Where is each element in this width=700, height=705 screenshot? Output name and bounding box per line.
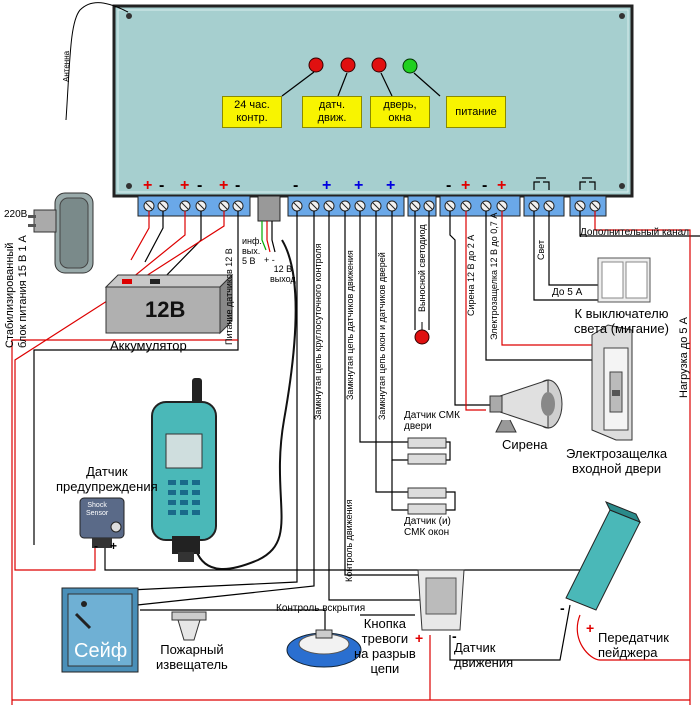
battery xyxy=(104,273,234,335)
terminal-sign: - xyxy=(159,177,165,194)
terminal-sign: + xyxy=(180,177,190,194)
terminal-sign: + xyxy=(497,177,507,194)
shock-minus-sign: - xyxy=(94,539,98,553)
terminal-sign: - xyxy=(197,177,203,194)
power-supply xyxy=(28,192,94,274)
smk-window-label: Датчик (и) СМК окон xyxy=(404,516,451,538)
smk-sensors xyxy=(407,437,447,515)
info-output-label: инф. вых. 5 В xyxy=(242,236,262,266)
shock-sensor xyxy=(79,497,125,548)
pager-transmitter xyxy=(565,501,642,611)
lamp-24h xyxy=(308,57,324,73)
motion-control-label: Контроль движения xyxy=(344,499,354,582)
loop-doors-label: Замкнутая цепь окон и датчиков дверей xyxy=(377,252,387,420)
panic-button-label: Кнопка тревоги на разрыв цепи xyxy=(354,616,416,676)
shock-sensor-text: Shock Sensor xyxy=(86,502,109,517)
pager-plus-sign: + xyxy=(586,620,595,636)
wires xyxy=(11,211,700,705)
battery-caption: Аккумулятор xyxy=(110,338,187,353)
terminal-sign: + xyxy=(461,177,471,194)
panic-button xyxy=(286,629,362,668)
antenna-wire xyxy=(65,2,129,121)
indicator-label-power: питание xyxy=(446,96,506,128)
antenna-label: Антенна xyxy=(62,50,71,82)
loop-motion-label: Замкнутая цепь датчиков движения xyxy=(345,250,355,400)
warning-sensor-label: Датчик предупреждения xyxy=(56,464,158,494)
siren-output-label: Сирена 12 В до 2 А xyxy=(466,234,476,316)
terminal-sign: - xyxy=(235,177,241,194)
siren-caption: Сирена xyxy=(502,437,548,452)
motion-plus-sign: + xyxy=(415,630,424,646)
motion-minus-sign: - xyxy=(452,628,457,644)
terminal-sign: + xyxy=(322,177,332,194)
aux-channel-label: Дополнительный канал xyxy=(580,227,690,238)
output-12v-label: 12 В выход xyxy=(270,264,296,284)
terminal-sign: - xyxy=(446,177,452,194)
terminal-sign: + xyxy=(143,177,153,194)
indicator-label-doors: дверь, окна xyxy=(370,96,430,128)
mains-label: 220В xyxy=(4,209,28,220)
fire-detector xyxy=(171,611,207,641)
battery-voltage-label: 12В xyxy=(145,297,186,322)
up-to-5a-label: До 5 А xyxy=(552,287,583,298)
motion-sensor xyxy=(417,569,465,631)
switch-caption: К выключателю света (мигание) xyxy=(574,306,669,336)
remote-led-label: Выносной светодиод xyxy=(417,224,427,312)
terminal-sign: + xyxy=(219,177,229,194)
lock-output-label: Электрозащелка 12 В до 0,7 А xyxy=(489,212,499,340)
indicator-lamps xyxy=(281,57,441,97)
motion-sensor-label: Датчик движения xyxy=(454,640,514,670)
shock-plus-sign: + xyxy=(110,539,118,553)
lamp-motion xyxy=(340,57,356,73)
psu-label: Стабилизированный блок питания 15 В 1 А xyxy=(4,235,29,348)
relay-aux-symbol xyxy=(579,177,596,190)
mobile-phone xyxy=(151,378,217,562)
pager-label: Передатчик пейджера xyxy=(598,630,669,660)
terminal-sign: + xyxy=(354,177,364,194)
remote-led xyxy=(414,322,430,345)
safe xyxy=(61,587,139,673)
safe-label: Сейф xyxy=(74,640,128,662)
electric-lock xyxy=(591,324,633,441)
indicator-label-24h: 24 час. контр. xyxy=(222,96,282,128)
sensor-power-label: Питание датчиков 12 В xyxy=(224,248,234,345)
terminal-sign: + xyxy=(386,177,396,194)
indicator-label-motion: датч. движ. xyxy=(302,96,362,128)
smk-door-label: Датчик СМК двери xyxy=(404,410,460,432)
terminal-sign: - xyxy=(482,177,488,194)
plus-minus-label: + - xyxy=(264,255,275,265)
lamp-power xyxy=(402,58,418,74)
lock-caption: Электрозащелка входной двери xyxy=(566,446,668,476)
light-label: Свет xyxy=(536,239,546,260)
loop-24h-label: Замкнутая цепь круглосуточного контроля xyxy=(313,243,323,420)
siren xyxy=(489,379,563,433)
relay-light-symbol xyxy=(533,177,550,190)
light-switch xyxy=(597,257,651,303)
pager-minus-sign: - xyxy=(560,600,565,616)
lamp-doors xyxy=(371,57,387,73)
tamper-label: Контроль вскрытия xyxy=(276,603,366,614)
fire-detector-label: Пожарный извещатель xyxy=(156,642,228,672)
load-label: Нагрузка до 5 А xyxy=(678,317,690,398)
terminal-sign: - xyxy=(293,177,299,194)
